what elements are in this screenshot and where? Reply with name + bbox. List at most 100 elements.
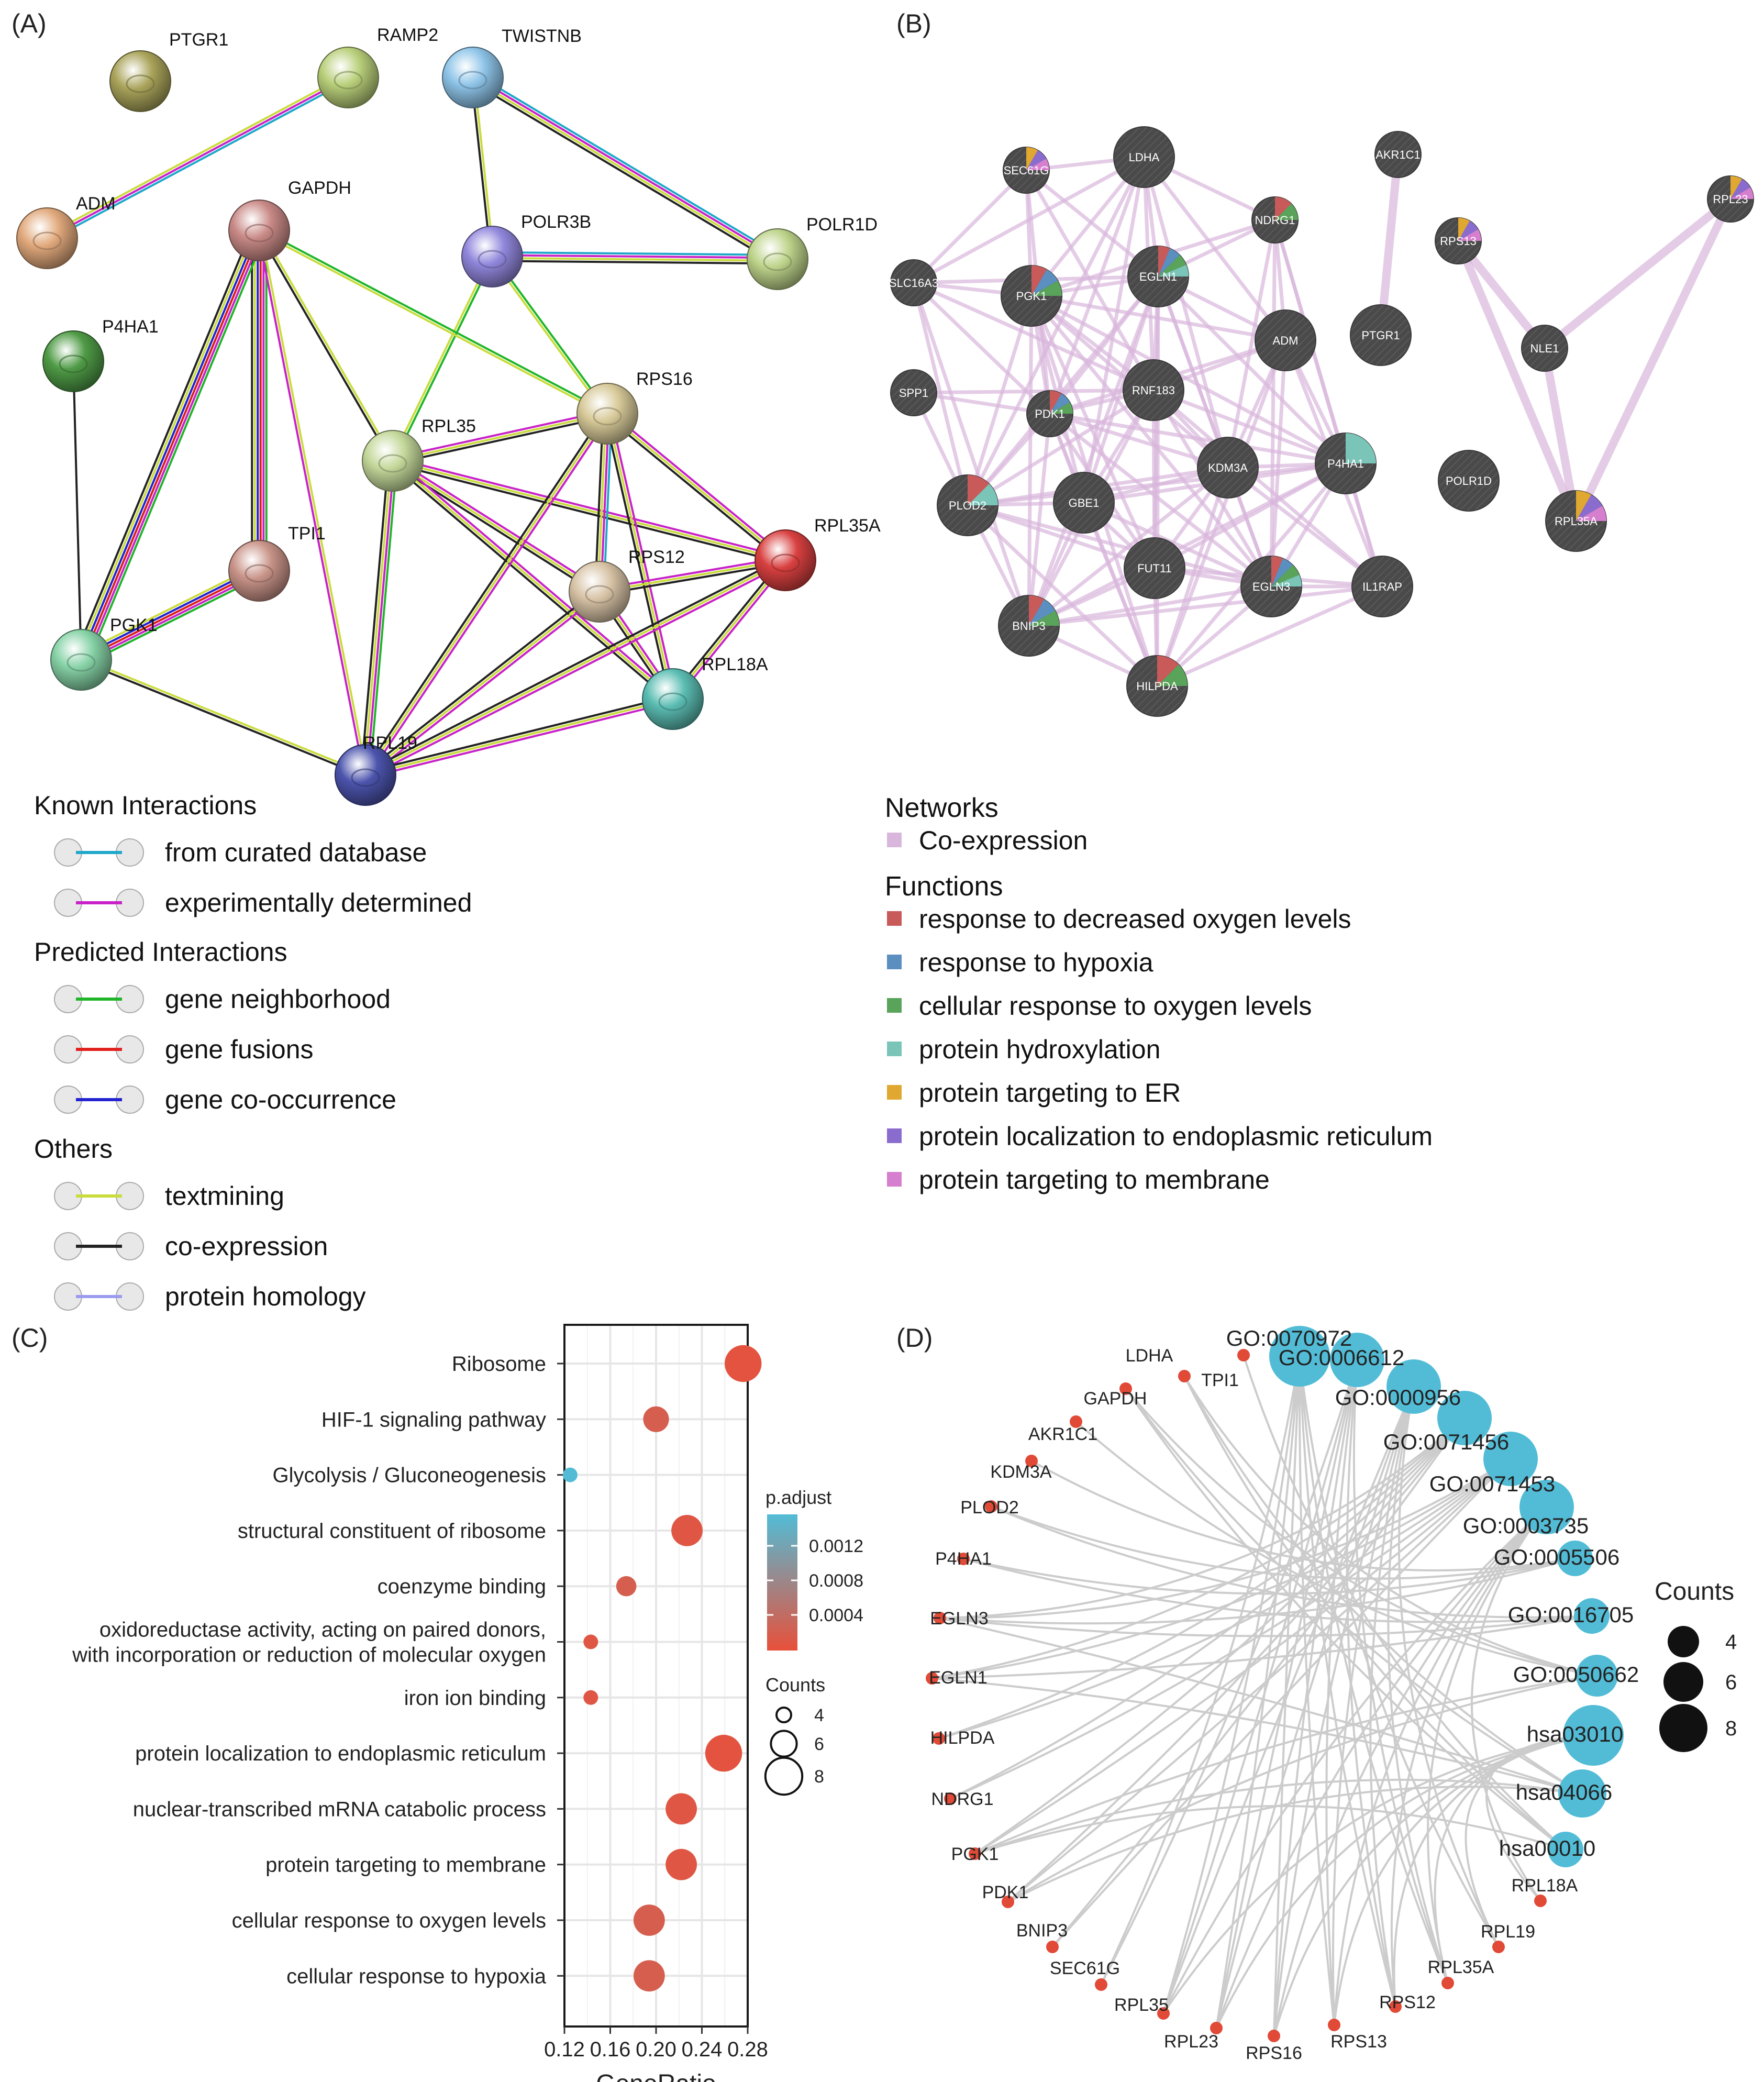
node-label-ramp2: RAMP2 (377, 25, 438, 45)
coexpr-edge-egln1-p4ha1 (1157, 275, 1347, 465)
link-go-0003735-rpl35 (1162, 1506, 1548, 2014)
gene-node-gapdh (1119, 1382, 1132, 1395)
coexpr-edge-ndrg1-egln3 (1269, 219, 1277, 587)
counts-legend-circle (770, 1730, 798, 1758)
protein-structure-icon (763, 252, 792, 271)
legend-swatch-response-to-hypoxia (887, 955, 902, 969)
legend-swatch-protein-hydroxylation (887, 1042, 902, 1056)
term-label-go-0016705: GO:0016705 (1508, 1602, 1634, 1627)
x-tick-label: 0.12 (544, 2038, 585, 2061)
term-label-go-0071456: GO:0071456 (1383, 1430, 1510, 1454)
edge-gapdh-pgk1 (81, 230, 262, 661)
gene-node-kdm3a (1025, 1455, 1038, 1467)
node-ptgr1 (1350, 304, 1412, 366)
edge-rps16-rpl18a (609, 413, 677, 699)
link-go-0050662-akr1c1 (1075, 1421, 1597, 1677)
point-structural-constituent-of-ribosome (671, 1515, 703, 1546)
protein-structure-icon (585, 585, 614, 604)
node-label-pgk1: PGK1 (1016, 290, 1047, 303)
y-tick-label: coenzyme binding (378, 1575, 546, 1598)
edge-twistnb-polr1d (473, 75, 779, 259)
edge-gapdh-rpl19 (257, 230, 365, 776)
gene-label-tpi1: TPI1 (1201, 1370, 1239, 1390)
legend-label-experimentally-determined: experimentally determined (165, 888, 472, 917)
link-go-0000956-rpl35 (1162, 1386, 1415, 2014)
link-hsa00010-gapdh (1125, 1388, 1567, 1851)
term-label-hsa04066: hsa04066 (1516, 1780, 1613, 1804)
gene-node-rps12 (1389, 2000, 1402, 2013)
gene-node-hilpda (933, 1732, 945, 1745)
function-slice (1158, 246, 1170, 276)
edge-rpl35-rpl35a (392, 462, 785, 564)
edge-tpi1-pgk1 (79, 567, 259, 658)
node-adm (1255, 309, 1316, 371)
edge-rps12-rpl19 (363, 589, 598, 774)
counts-legend-circle (764, 1756, 804, 1796)
legend-label-gene-co-occurrence: gene co-occurrence (165, 1085, 396, 1114)
function-slice (1271, 574, 1302, 586)
gene-node-egln1 (926, 1672, 938, 1685)
node-label-polr3b: POLR3B (521, 212, 591, 232)
coexpr-edge-il1rap-bnip3 (1028, 584, 1383, 628)
edge-rpl35-rpl19 (360, 460, 390, 775)
node-label-egln1: EGLN1 (1139, 270, 1177, 283)
term-node-go-0050662 (1576, 1655, 1618, 1697)
link-go-0071453-pdk1 (1007, 1458, 1512, 1903)
link-go-0003735-rpl18a (1471, 1506, 1548, 1902)
point-iron-ion-binding (583, 1690, 598, 1705)
function-slice (1031, 269, 1058, 296)
coexpr-edge-gbe1-hilpda (1082, 502, 1159, 687)
edge-rps16-rpl35a (608, 411, 788, 559)
coexpr-edge-rpl23-rpl35a (1572, 197, 1735, 523)
edge-rpl18a-rpl19 (365, 701, 674, 779)
edge-tpi1-pgk1 (81, 570, 260, 661)
term-node-go-0071453 (1483, 1432, 1538, 1486)
gene-node-tpi1 (1237, 1349, 1250, 1361)
node-ldha (1113, 126, 1175, 188)
node-label-spp1: SPP1 (899, 386, 928, 400)
networks-title: Networks (885, 793, 999, 823)
function-slice (1050, 393, 1070, 414)
coexpr-edge-plod2-fut11 (967, 503, 1156, 570)
coexpr-edge-slc16a3-bnip3 (912, 282, 1031, 627)
node-slc16a3 (890, 259, 937, 306)
legend-swatch-response-to-decreased-oxygen-levels (887, 911, 902, 926)
node-label-ldha: LDHA (1129, 151, 1160, 164)
function-slice (1050, 391, 1061, 414)
point-protein-targeting-to-membrane (665, 1848, 697, 1880)
term-node-hsa04066 (1558, 1769, 1606, 1818)
link-hsa04066-ldha (1183, 1376, 1583, 1795)
function-slice (1730, 187, 1754, 199)
function-slice (1158, 254, 1186, 276)
link-go-0071456-egln3 (939, 1417, 1466, 1619)
node-label-sec61g: SEC61G (1004, 164, 1049, 177)
function-slice (1029, 611, 1059, 626)
coexpr-edge-rnf183-p4ha1 (1152, 388, 1347, 466)
edge-gapdh-pgk1 (86, 232, 267, 663)
counts-legend-dot (1663, 1662, 1703, 1702)
coexpr-edge-rnf183-plod2 (967, 389, 1155, 507)
point-coenzyme-binding (616, 1576, 637, 1597)
node-label-fut11: FUT11 (1137, 562, 1172, 575)
term-label-go-0005506: GO:0005506 (1494, 1545, 1620, 1569)
function-slice (1026, 150, 1047, 170)
node-label-akr1c1: AKR1C1 (1375, 148, 1421, 161)
edge-rps16-rpl19 (362, 411, 606, 774)
link-go-0006612-rps16 (1273, 1359, 1358, 2036)
counts-legend-label: 6 (814, 1734, 824, 1754)
gene-node-rpl35 (1157, 2007, 1170, 2020)
legend-header-known-interactions: Known Interactions (34, 791, 257, 820)
coexpr-edge-kdm3a-hilpda (1155, 467, 1230, 687)
coexpr-edge-pdk1-bnip3 (1027, 413, 1052, 626)
edge-rps12-rpl35a (600, 562, 786, 596)
gene-node-ldha (1178, 1370, 1191, 1382)
node-label-bnip3: BNIP3 (1012, 619, 1046, 633)
node-ramp2 (317, 47, 379, 108)
gene-label-kdm3a: KDM3A (990, 1462, 1051, 1482)
edge-gapdh-pgk1 (76, 228, 257, 659)
node-label-rnf183: RNF183 (1132, 384, 1175, 397)
